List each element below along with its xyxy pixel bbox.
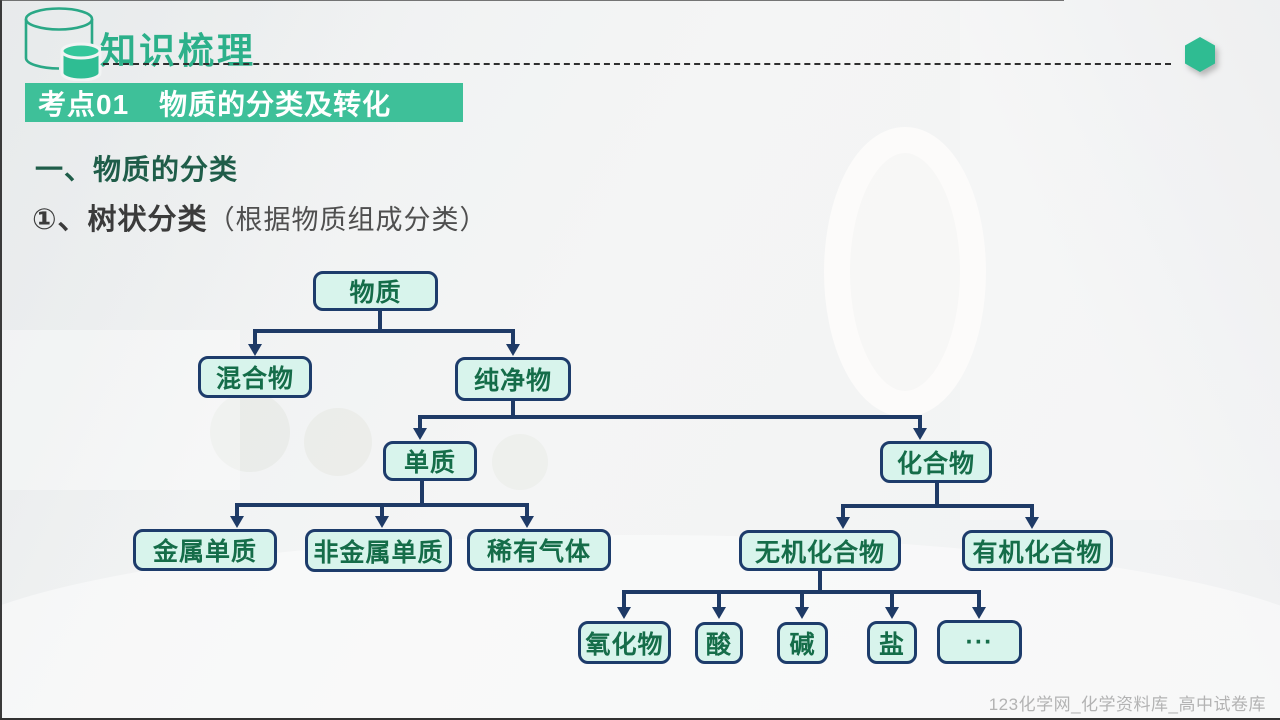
database-cylinder-icon xyxy=(24,7,102,81)
tree-node-ellipsis: ··· xyxy=(937,620,1022,664)
topic-badge: 考点01 物质的分类及转化 xyxy=(25,83,463,122)
sub-heading: ①、树状分类（根据物质组成分类） xyxy=(32,196,488,238)
tree-node-oxide: 氧化物 xyxy=(578,621,671,664)
tree-node-pure-substance: 纯净物 xyxy=(455,357,571,401)
tree-node-inorganic-compound: 无机化合物 xyxy=(739,530,901,571)
header-dashed-divider xyxy=(103,63,1171,65)
hexagon-icon xyxy=(1185,37,1215,72)
topic-badge-title: 物质的分类及转化 xyxy=(159,88,392,120)
tree-node-matter: 物质 xyxy=(313,271,438,311)
tree-node-noble-gas: 稀有气体 xyxy=(467,529,611,571)
tree-node-nonmetal-element: 非金属单质 xyxy=(305,529,452,572)
sub-heading-note: （根据物质组成分类） xyxy=(207,205,488,235)
tree-node-acid: 酸 xyxy=(695,622,743,664)
page-title: 知识梳理 xyxy=(100,30,257,71)
screen-top-edge xyxy=(0,0,1064,1)
screen-left-edge xyxy=(0,0,2,720)
tree-node-compound: 化合物 xyxy=(880,441,992,483)
tree-node-base: 碱 xyxy=(777,622,828,664)
watermark: 123化学网_化学资料库_高中试卷库 xyxy=(988,695,1266,714)
tree-node-salt: 盐 xyxy=(867,621,917,664)
tree-node-organic-compound: 有机化合物 xyxy=(962,530,1113,571)
section-heading: 一、物质的分类 xyxy=(35,154,239,185)
topic-badge-number: 考点01 xyxy=(38,88,130,120)
sub-heading-bold: ①、树状分类 xyxy=(32,204,208,236)
tree-node-mixture: 混合物 xyxy=(198,356,312,398)
tree-node-element: 单质 xyxy=(383,441,477,481)
tree-node-metal-element: 金属单质 xyxy=(133,529,277,571)
